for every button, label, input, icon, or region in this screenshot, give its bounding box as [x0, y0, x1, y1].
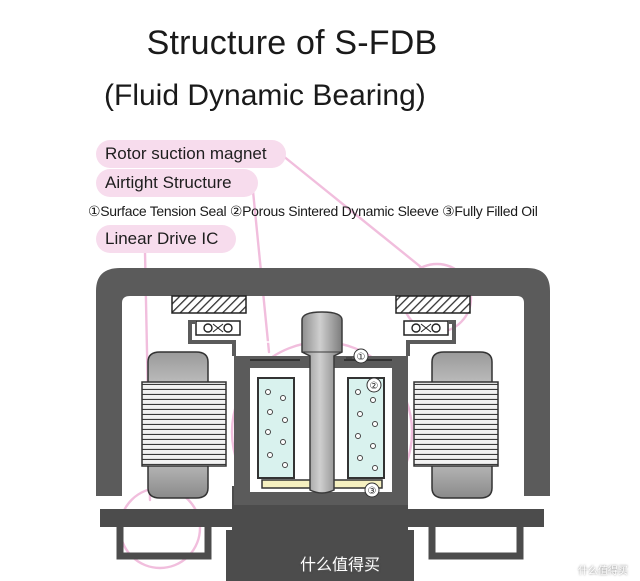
marker-1: ①: [353, 348, 369, 364]
diagram-subtitle: (Fluid Dynamic Bearing): [104, 79, 426, 112]
porous-sleeve-left: [257, 377, 295, 479]
label-airtight-structure: Airtight Structure: [96, 169, 258, 197]
legend-numbered-parts: ①Surface Tension Seal ②Porous Sintered D…: [88, 203, 538, 219]
rotor-magnet-right: [395, 295, 471, 314]
callout-line-airtight: [250, 179, 271, 354]
label-rotor-suction-magnet: Rotor suction magnet: [96, 140, 286, 168]
watermark-logo: 什么值得买: [300, 557, 381, 574]
stator-coil-right: [413, 351, 499, 499]
svg-text:②: ②: [370, 381, 379, 392]
marker-3: ③: [364, 482, 380, 498]
stator-coil-left: [141, 351, 227, 499]
svg-text:③: ③: [368, 486, 377, 497]
rotor-housing: [96, 268, 550, 496]
porous-sleeve-right: [347, 377, 385, 479]
shaft: [301, 311, 343, 494]
airtight-seal-right: [403, 320, 449, 336]
marker-2: ②: [366, 377, 382, 393]
watermark-corner: 什么值得买: [578, 566, 628, 577]
label-linear-drive-ic: Linear Drive IC: [96, 225, 236, 253]
svg-text:①: ①: [357, 352, 366, 363]
callout-line-rotor-magnet: [275, 149, 439, 282]
diagram-title: Structure of S-FDB: [146, 24, 438, 62]
rotor-magnet-left: [171, 295, 247, 314]
airtight-seal-left: [195, 320, 241, 336]
